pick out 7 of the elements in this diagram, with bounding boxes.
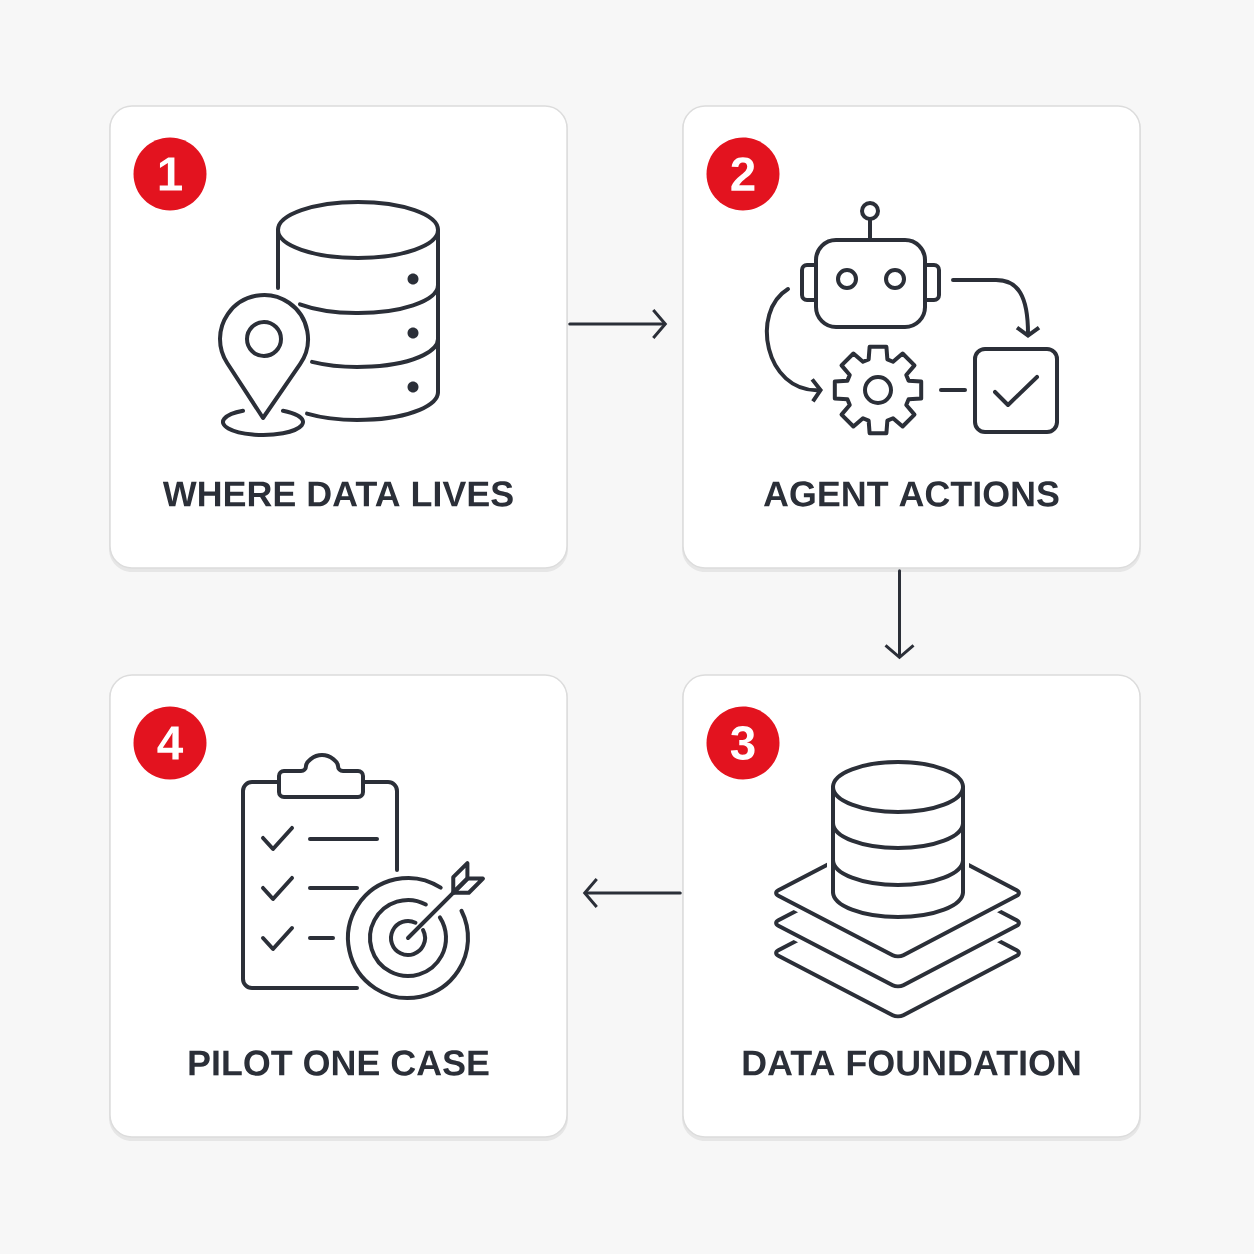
arrow (568, 309, 668, 339)
number-badge: 3 (706, 706, 780, 780)
arrow (884, 569, 915, 660)
number-badge: 2 (706, 137, 780, 211)
number-badge: 4 (133, 706, 207, 780)
number-badge: 1 (133, 137, 207, 211)
arrow (582, 878, 682, 908)
